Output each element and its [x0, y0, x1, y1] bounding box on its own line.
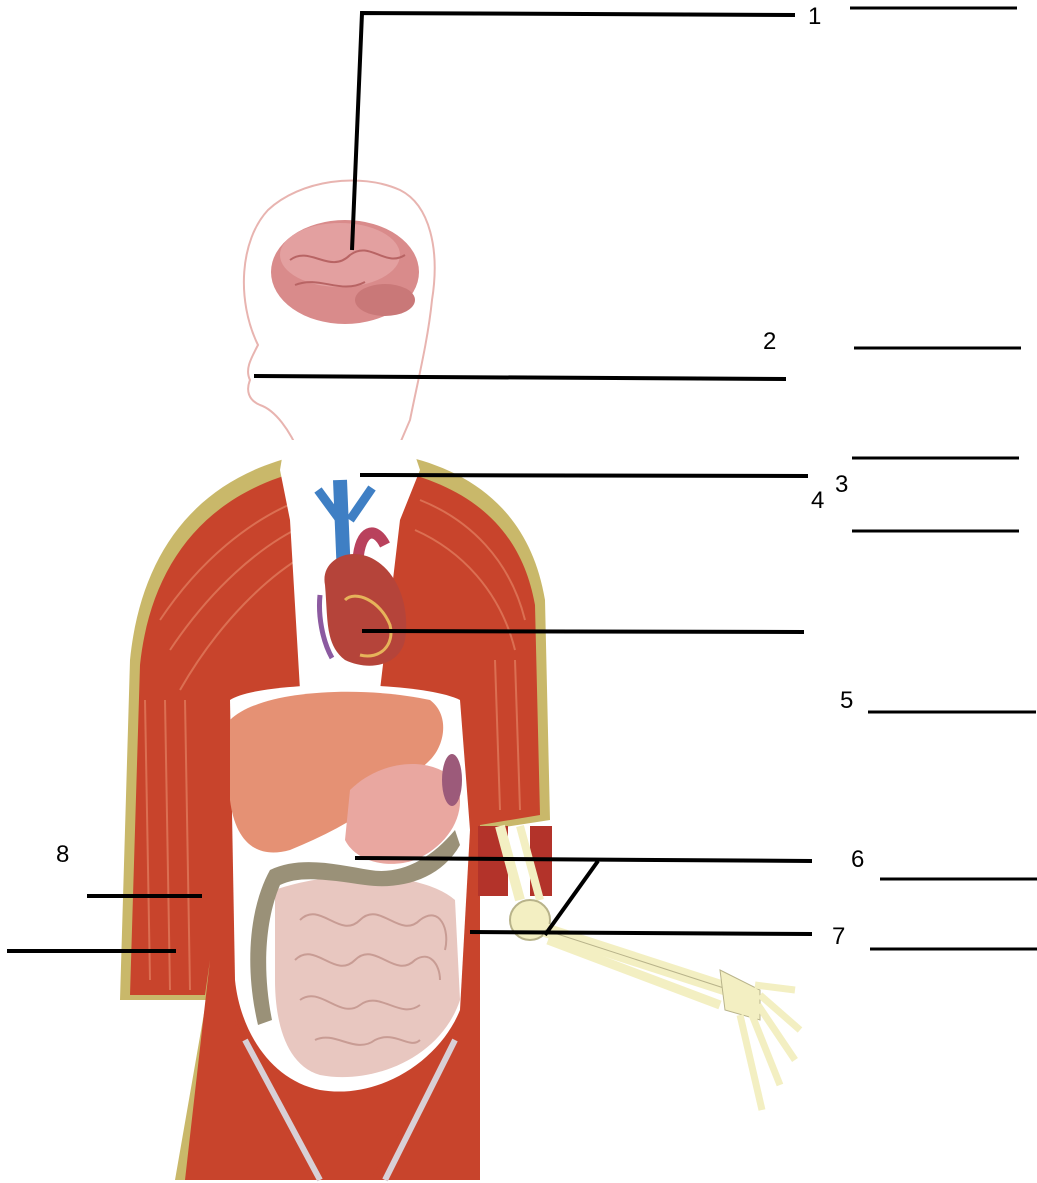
label-4: 4	[811, 489, 824, 513]
label-1: 1	[808, 5, 821, 29]
leader-line-4	[362, 631, 804, 632]
label-6: 6	[851, 848, 864, 872]
leader-line-3	[360, 475, 808, 476]
spleen	[442, 754, 462, 806]
label-3: 3	[835, 473, 848, 497]
label-5: 5	[840, 689, 853, 713]
label-7: 7	[832, 925, 845, 949]
label-2: 2	[763, 330, 776, 354]
brain	[271, 220, 419, 324]
label-8: 8	[56, 843, 69, 867]
leader-line-7	[470, 932, 812, 934]
leader-line-6-branch	[545, 861, 598, 935]
arm-skeleton	[478, 826, 800, 1110]
answer-blanks	[850, 8, 1037, 949]
